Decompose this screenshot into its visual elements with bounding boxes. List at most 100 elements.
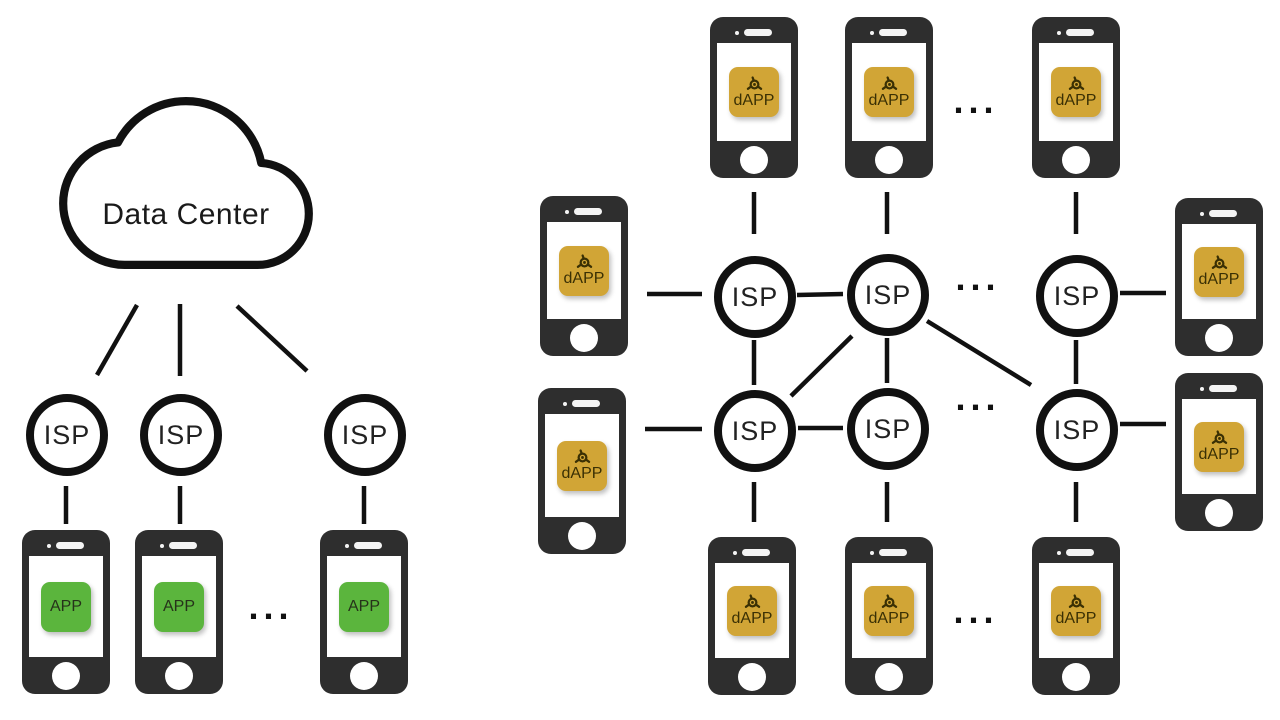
- smartphone: dAPP: [845, 537, 933, 695]
- speaker-dot-icon: [563, 402, 567, 406]
- home-button: [1062, 663, 1090, 691]
- home-button: [1205, 499, 1233, 527]
- smartphone: dAPP: [845, 17, 933, 178]
- app-icon: APP: [154, 581, 204, 632]
- smartphone: dAPP: [1032, 537, 1120, 695]
- dapp-icon: dAPP: [864, 585, 914, 636]
- data-center-label: Data Center: [102, 198, 270, 231]
- isp-label: ISP: [731, 281, 779, 312]
- ellipsis: ...: [955, 257, 1001, 298]
- phone-screen: dAPP: [715, 563, 789, 658]
- home-button: [738, 663, 766, 691]
- app-label: APP: [347, 597, 380, 615]
- ellipsis: ...: [953, 80, 999, 121]
- home-button: [1205, 324, 1233, 352]
- smartphone: dAPP: [1032, 17, 1120, 178]
- smartphone: dAPP: [540, 196, 628, 356]
- isp-node: ISP: [140, 394, 222, 476]
- speaker-bar-icon: [879, 549, 907, 556]
- speaker-dot-icon: [1200, 387, 1204, 391]
- phone-screen: dAPP: [1182, 224, 1256, 319]
- smartphone: dAPP: [708, 537, 796, 695]
- dapp-icon: dAPP: [1194, 421, 1244, 472]
- app-icon: APP: [339, 581, 389, 632]
- speaker-bar-icon: [1209, 210, 1237, 217]
- smartphone: APP: [135, 530, 223, 694]
- phone-screen: dAPP: [545, 414, 619, 517]
- isp-node: ISP: [26, 394, 108, 476]
- app-label: APP: [162, 597, 195, 615]
- decentralized-node-icon: [1211, 430, 1227, 444]
- home-button: [165, 662, 193, 690]
- speaker-bar-icon: [169, 542, 197, 549]
- speaker-bar-icon: [1066, 549, 1094, 556]
- speaker-dot-icon: [47, 544, 51, 548]
- ellipsis: ...: [248, 586, 294, 627]
- phone-screen: APP: [29, 556, 103, 657]
- isp-node: ISP: [714, 390, 796, 472]
- app-label: APP: [49, 597, 82, 615]
- smartphone: dAPP: [1175, 373, 1263, 531]
- dapp-label: dAPP: [868, 91, 910, 109]
- cloud-shape: [59, 97, 313, 269]
- decentralized-node-icon: [881, 75, 897, 90]
- speaker-dot-icon: [733, 551, 737, 555]
- speaker-dot-icon: [345, 544, 349, 548]
- home-button: [740, 146, 768, 174]
- dapp-icon: dAPP: [1194, 246, 1244, 297]
- dapp-label: dAPP: [868, 610, 910, 627]
- dapp-label: dAPP: [1055, 91, 1097, 109]
- dapp-icon: dAPP: [557, 440, 607, 491]
- speaker-bar-icon: [572, 400, 600, 407]
- dapp-icon: dAPP: [559, 245, 609, 296]
- isp-label: ISP: [157, 419, 205, 450]
- decentralized-node-icon: [881, 594, 897, 608]
- dapp-label: dAPP: [731, 610, 773, 627]
- speaker-dot-icon: [870, 31, 874, 35]
- speaker-bar-icon: [1066, 29, 1094, 36]
- connector-line: [789, 334, 854, 398]
- dapp-icon: dAPP: [1051, 67, 1101, 117]
- dapp-icon: dAPP: [727, 585, 777, 636]
- speaker-bar-icon: [744, 29, 772, 36]
- connector-line: [235, 304, 309, 373]
- isp-node: ISP: [847, 388, 929, 470]
- home-button: [570, 324, 598, 352]
- isp-label: ISP: [341, 419, 389, 450]
- phone-screen: dAPP: [852, 563, 926, 658]
- speaker-bar-icon: [742, 549, 770, 556]
- app-icon: APP: [41, 581, 91, 632]
- phone-screen: dAPP: [1039, 43, 1113, 141]
- isp-node: ISP: [1036, 255, 1118, 337]
- speaker-dot-icon: [1057, 31, 1061, 35]
- isp-node: ISP: [847, 254, 929, 336]
- home-button: [1062, 146, 1090, 174]
- smartphone: dAPP: [538, 388, 626, 554]
- isp-node: ISP: [1036, 389, 1118, 471]
- speaker-bar-icon: [354, 542, 382, 549]
- ellipsis: ...: [953, 590, 999, 631]
- smartphone: dAPP: [710, 17, 798, 178]
- speaker-dot-icon: [1057, 551, 1061, 555]
- isp-label: ISP: [1053, 280, 1101, 311]
- speaker-dot-icon: [1200, 212, 1204, 216]
- dapp-label: dAPP: [733, 91, 775, 109]
- connector-line: [95, 303, 139, 377]
- home-button: [875, 146, 903, 174]
- isp-label: ISP: [43, 419, 91, 450]
- phone-screen: dAPP: [717, 43, 791, 141]
- data-center-cloud: [58, 96, 314, 275]
- phone-screen: APP: [327, 556, 401, 657]
- dapp-label: dAPP: [563, 270, 605, 287]
- speaker-dot-icon: [565, 210, 569, 214]
- speaker-bar-icon: [574, 208, 602, 215]
- isp-label: ISP: [731, 415, 779, 446]
- dapp-icon: dAPP: [864, 67, 914, 117]
- decentralized-node-icon: [1068, 75, 1084, 90]
- connector-line: [925, 319, 1033, 387]
- speaker-dot-icon: [735, 31, 739, 35]
- phone-screen: dAPP: [547, 222, 621, 319]
- decentralized-node-icon: [576, 254, 592, 268]
